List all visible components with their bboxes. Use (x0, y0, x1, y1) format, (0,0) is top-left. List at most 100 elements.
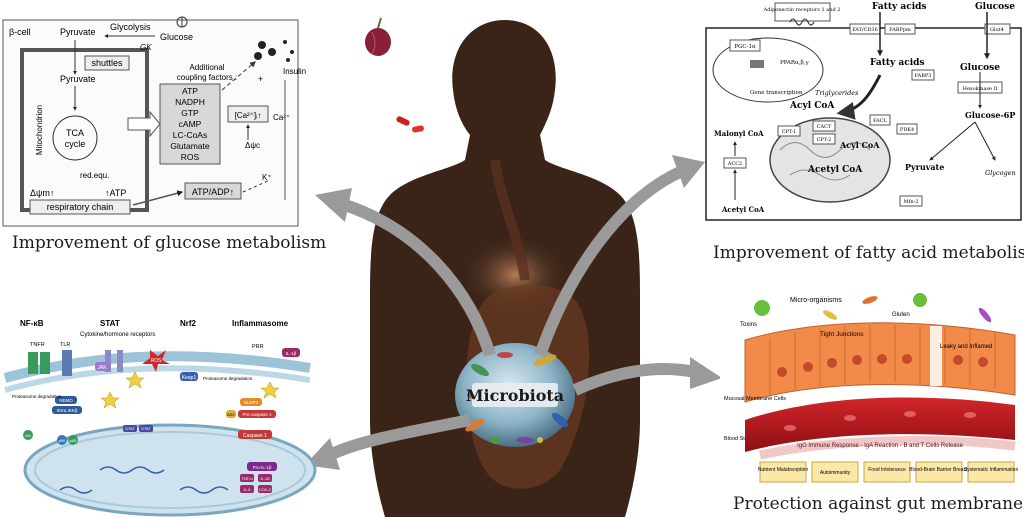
pgc-label: PGC-1α (734, 44, 756, 50)
arrow-to-gut (572, 357, 722, 396)
coupling-factor: cAMP (179, 119, 202, 129)
outcome-box: Autoimmunity (820, 470, 851, 476)
ca-box-label: [Ca²⁺]ᵢ↑ (235, 111, 262, 120)
jak-label: JAK (97, 365, 107, 371)
outcome-box: Systematic Inflammation (964, 467, 1019, 473)
stat-a-label: STAT (125, 426, 135, 431)
fatty-acids-top-label: Fatty acids (872, 2, 927, 12)
blood-label: Blood Stream (724, 436, 758, 442)
cact-label: CACT (817, 124, 832, 130)
gene-transcription-label: Gene transcription (750, 90, 803, 96)
fatty-acid-panel: Fatty acids Glucose Adiponectin receptor… (705, 2, 1022, 221)
glucose6p-label: Glucose-6P (965, 110, 1015, 120)
proteasome-1-label: Proteasome degradation (12, 394, 62, 399)
tca-line1: TCA (66, 128, 84, 138)
cpt2-label: CPT-2 (817, 137, 832, 143)
tca-line2: cycle (65, 139, 86, 149)
microbiota-bubble: Microbiota (455, 343, 575, 447)
adiponectin-label: Adiponectin receptors 1 and 2 (763, 7, 841, 13)
triglycerides-label: Triglycerides (815, 89, 859, 97)
k-ion-label: K⁺ (262, 173, 272, 182)
acyl-coa-2-label: Acyl CoA (839, 140, 880, 150)
ca-ext-label: Ca²⁺ (273, 113, 290, 122)
arrow-to-fatty-acid (534, 155, 705, 357)
shuttles-label: shuttles (91, 58, 123, 68)
tight-junctions-label: Tight Junctions (820, 331, 864, 338)
acetyl-coa-out-label: Acetyl CoA (721, 205, 765, 214)
coupling-factor-list: ATP NADPH GTP cAMP LC-CoAs Glutamate ROS (170, 86, 209, 162)
nlrp3-label: NLRP3 (244, 400, 259, 405)
pro-il1b-label: Pro-IL-1β (253, 465, 272, 470)
outcome-box: Nutrient Malabsorption (758, 467, 809, 473)
gk-label: GK (140, 43, 152, 52)
microbiota-label: Microbiota (466, 386, 564, 405)
micro-organisms-label: Micro-organisms (790, 297, 842, 304)
acyl-coa-1-label: Acyl CoA (789, 101, 835, 111)
beta-cell-label: β-cell (9, 27, 31, 37)
atp-up-label: ↑ATP (105, 188, 126, 198)
asc-label: ASC (227, 412, 235, 417)
cytokine-label: Cytokine/hormone receptors (80, 332, 155, 338)
glucose-top-label: Glucose (160, 32, 193, 42)
tlr-label: TLR (60, 342, 70, 348)
fabp3-label: FABP3 (915, 73, 932, 79)
il18-label: IL-18 (260, 476, 270, 481)
pdk4-label: PDK4 (900, 127, 914, 133)
proteasome-2-label: Proteasome degradation (203, 376, 253, 381)
fabppm-label: FABPpm (889, 27, 911, 33)
coupling-factor: ATP (182, 86, 198, 96)
tnfr-label: TNFR (30, 342, 45, 348)
atp-adp-label: ATP/ADP↑ (192, 187, 234, 197)
delta-psi-c-label: Δψc (245, 141, 260, 150)
mitochondrion-label: Mitochondrion (35, 105, 44, 155)
inflammasome-title: Inflammasome (232, 319, 289, 328)
pyruvate-top-label: Pyruvate (60, 27, 96, 37)
il1b-label: IL-1β (286, 351, 297, 356)
glucose-mid-label: Glucose (960, 63, 1000, 73)
pyruvate-label: Pyruvate (905, 162, 944, 172)
fat-cd36-label: FAT/CD36 (852, 27, 878, 33)
caspase-label: Caspase 1 (243, 433, 267, 439)
glut4-label: Glut4 (990, 27, 1004, 33)
fatty-acids-mid-label: Fatty acids (870, 58, 925, 68)
mtr2-label: Mfn-2 (903, 199, 918, 205)
insulin-label: Insulin (283, 67, 306, 76)
gut-caption: Protection against gut membrane (733, 494, 1023, 514)
glucose-caption: Improvement of glucose metabolism (12, 233, 326, 253)
outcome-box: Blood-Brain Barrier Breach (909, 467, 969, 473)
gluten-label: Gluten (892, 312, 910, 318)
gut-panel: Micro-organisms Toxins Gluten (720, 285, 1020, 485)
cox2-label: COX-2 (259, 487, 272, 492)
glucose-top-label: Glucose (975, 2, 1015, 12)
fatty-acid-caption: Improvement of fatty acid metabolism (713, 243, 1024, 263)
coupling-factor: NADPH (175, 97, 205, 107)
p50-label: p50 (59, 438, 66, 443)
tnfa-label: TNF-α (241, 476, 253, 481)
ppar-label: PPARα,β,γ (780, 60, 809, 66)
il6-label: IL-6 (244, 487, 252, 492)
nfkb-title: NF-κB (20, 319, 44, 328)
onion-illustration (365, 17, 391, 56)
inflammation-panel: NF-κB STAT Cytokine/hormone receptors Nr… (3, 319, 317, 517)
pyruvate-mid-label: Pyruvate (60, 74, 96, 84)
respiratory-chain-label: respiratory chain (47, 202, 114, 212)
immune-response-label: IgG Immune Response - IgA Reaction - B a… (797, 443, 964, 449)
coupling-factor: Glutamate (170, 141, 209, 151)
coupling-factor: ROS (181, 152, 200, 162)
coupling-factor: GTP (181, 108, 199, 118)
nrf2-title: Nrf2 (180, 319, 197, 328)
p65-label: p65 (70, 438, 77, 443)
prr-label: PRR (252, 344, 264, 350)
ikb-label: IκB (25, 433, 31, 438)
delta-psi-m-label: Δψm↑ (30, 188, 54, 198)
insulin-granules (254, 40, 294, 62)
pills-illustration (396, 116, 424, 133)
keap1-label: Keap1 (182, 375, 197, 381)
acc2-label: ACC2 (727, 161, 742, 167)
malonyl-label: Malonyl CoA (714, 129, 764, 138)
plus-sign: + (258, 74, 263, 84)
mucosal-label: Mucosal Membrane Cells (724, 396, 786, 402)
leaky-label: Leaky and Inflamed (940, 344, 992, 350)
